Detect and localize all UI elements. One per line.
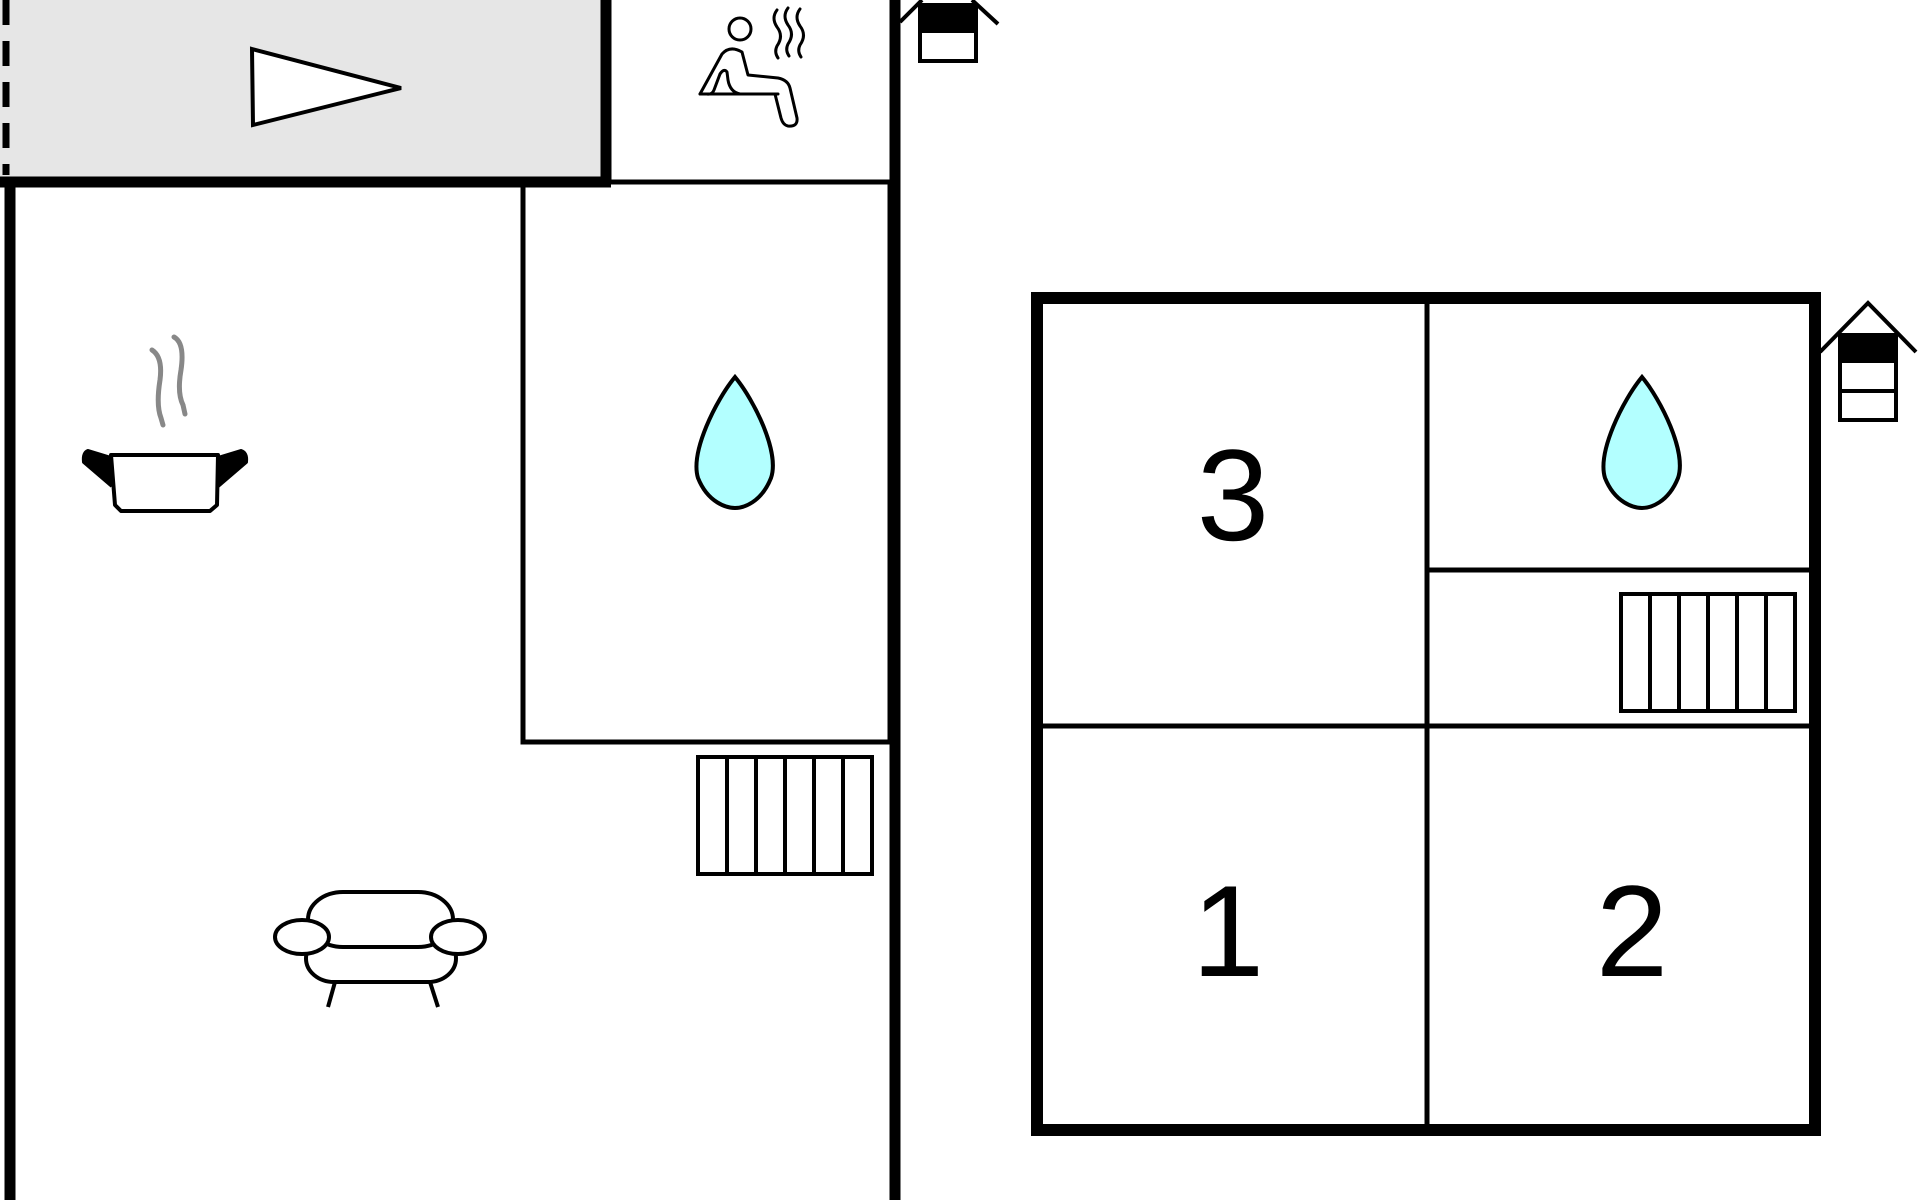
- sofa-icon: [273, 890, 487, 1008]
- left-house-walls: [4, 0, 901, 1200]
- cooking-pot-icon: [81, 334, 249, 513]
- right-house: [1031, 292, 1821, 1136]
- water-drop-icon: [1601, 373, 1682, 511]
- room-number-1: 1: [1192, 858, 1264, 1004]
- room-number-3: 3: [1197, 422, 1269, 568]
- water-drop-icon: [694, 373, 775, 511]
- bathroom-left: [520, 179, 893, 745]
- radiator-icon: [696, 755, 874, 876]
- terrace: [0, 0, 612, 188]
- fireplace-icon: [1818, 300, 1918, 422]
- radiator-icon: [1619, 592, 1797, 713]
- sauna-icon: [698, 6, 805, 128]
- triangle-arrow-icon: [249, 46, 402, 128]
- fireplace-icon: [898, 0, 1000, 63]
- room-number-2: 2: [1596, 858, 1668, 1004]
